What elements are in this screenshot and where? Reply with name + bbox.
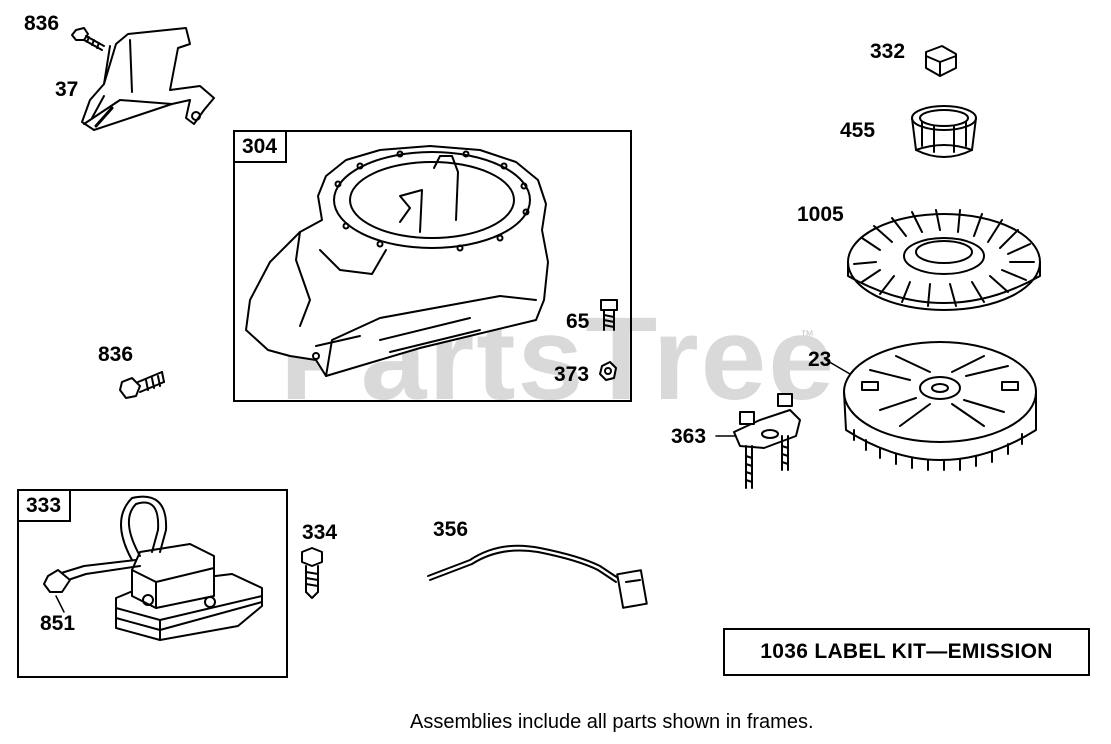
callout-455[interactable]: 455 [840, 119, 876, 142]
armature-333-icon [43, 495, 263, 641]
frame-304: 304 [233, 130, 632, 402]
blower-housing-304-icon [245, 145, 549, 377]
callout-37[interactable]: 37 [55, 78, 79, 101]
air-guide-37-icon [81, 27, 215, 131]
label-kit-text: 1036 LABEL KIT—EMISSION [760, 640, 1053, 663]
bolt-836-middle-icon [119, 371, 165, 399]
bracket-363-icon [733, 393, 801, 489]
flywheel-23-icon [843, 341, 1037, 471]
callout-851[interactable]: 851 [40, 612, 76, 635]
label-kit-box[interactable]: 1036 LABEL KIT—EMISSION [723, 628, 1090, 676]
nut-373-icon [599, 361, 617, 381]
callout-65[interactable]: 65 [566, 310, 590, 333]
screw-334-icon [301, 547, 323, 599]
ground-wire-356-icon [427, 544, 648, 609]
callout-836-middle[interactable]: 836 [98, 343, 134, 366]
callout-373[interactable]: 373 [554, 363, 590, 386]
watermark-trademark: ™ [800, 327, 814, 343]
frame-304-tag[interactable]: 304 [235, 132, 288, 163]
bolt-65-icon [600, 299, 618, 331]
callout-363[interactable]: 363 [671, 425, 707, 448]
callout-332[interactable]: 332 [870, 40, 906, 63]
callout-836-top[interactable]: 836 [24, 12, 60, 35]
frame-333: 333 [17, 489, 288, 678]
starter-cup-455-icon [911, 105, 977, 158]
screw-836-top-icon [71, 27, 105, 51]
callout-1005[interactable]: 1005 [797, 203, 844, 226]
frame-333-tag[interactable]: 333 [19, 491, 72, 522]
fan-1005-icon [847, 209, 1041, 311]
callout-23[interactable]: 23 [808, 348, 832, 371]
footnote: Assemblies include all parts shown in fr… [410, 711, 814, 733]
nut-332-icon [925, 45, 957, 77]
callout-334[interactable]: 334 [302, 521, 338, 544]
callout-356[interactable]: 356 [433, 518, 469, 541]
